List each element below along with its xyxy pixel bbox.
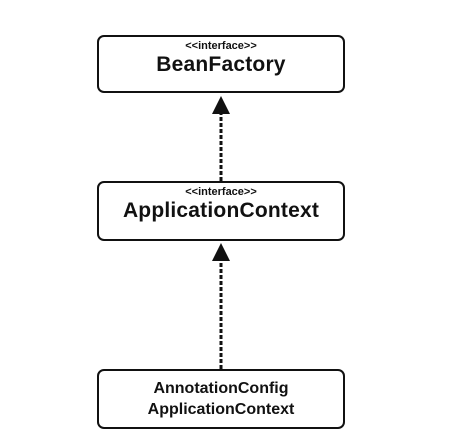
class-name: BeanFactory [156,53,286,76]
arrowhead [212,96,230,114]
annotation-config-application-context-node: AnnotationConfig ApplicationContext [97,369,345,429]
class-name-line-2: ApplicationContext [147,401,295,418]
stereotype-label: <<interface>> [185,186,257,198]
inheritance-arrow-appcontext-to-beanfactory [212,96,230,181]
class-name: ApplicationContext [122,199,320,222]
class-name-line-1: AnnotationConfig [153,380,289,397]
application-context-node: <<interface>> ApplicationContext [97,181,345,241]
inheritance-arrow-annotation-to-appcontext [212,243,230,369]
stereotype-label: <<interface>> [185,40,257,52]
arrowhead [212,243,230,261]
class-name: AnnotationConfig ApplicationContext [99,378,343,420]
bean-factory-node: <<interface>> BeanFactory [97,35,345,93]
